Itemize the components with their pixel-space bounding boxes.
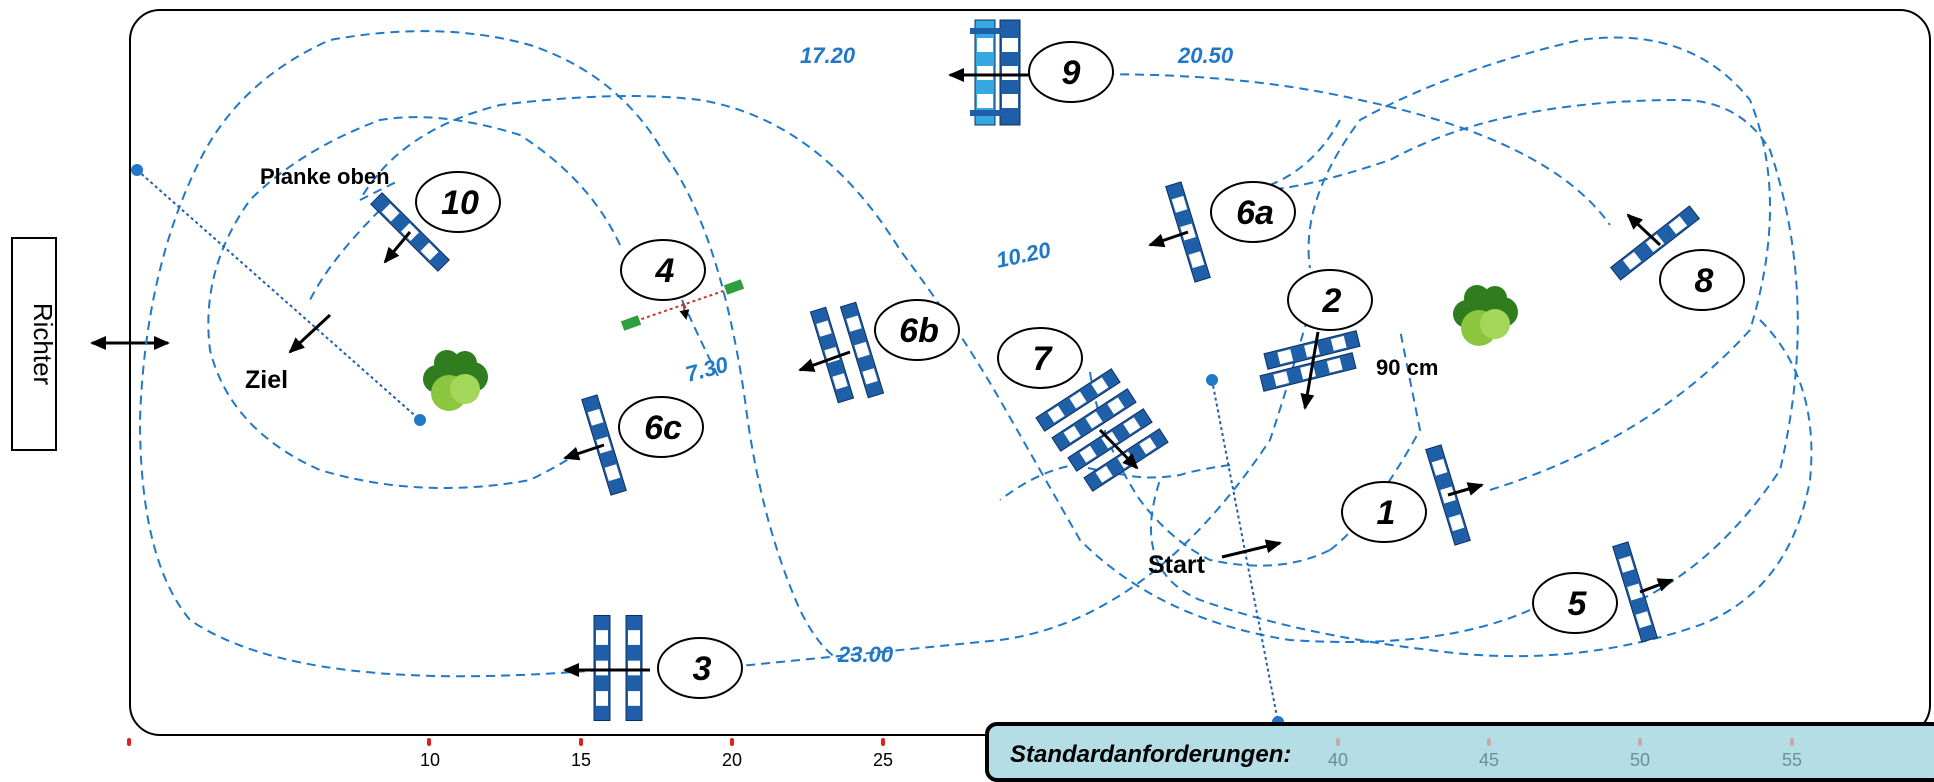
tree-icon bbox=[1453, 285, 1518, 346]
route-lines bbox=[138, 30, 1813, 678]
obstacle-2-arrow bbox=[1300, 331, 1320, 410]
obstacle-6b-number: 6b bbox=[899, 312, 939, 350]
obstacle-6a-marker bbox=[1210, 181, 1296, 243]
obstacle-6c-marker bbox=[618, 396, 704, 458]
judge-box bbox=[11, 237, 57, 451]
obstacle-10-marker bbox=[415, 171, 501, 233]
plank-label: Planke oben bbox=[260, 164, 390, 189]
obstacle-1-number: 1 bbox=[1377, 494, 1396, 532]
obstacle-6b-marker bbox=[874, 299, 960, 361]
obstacle-2-number: 2 bbox=[1322, 282, 1342, 320]
obstacle-5-arrow bbox=[1639, 578, 1674, 594]
ruler-tick: 20 bbox=[722, 750, 742, 768]
ruler-tick: 15 bbox=[571, 750, 591, 768]
obstacle-10-number: 10 bbox=[441, 184, 479, 222]
finish-label: Ziel bbox=[245, 366, 288, 394]
height-label: 90 cm bbox=[1376, 355, 1438, 380]
obstacle-4-water bbox=[620, 279, 745, 331]
obstacle-2-marker bbox=[1287, 269, 1373, 331]
distance-label: 20.50 bbox=[1177, 43, 1234, 68]
obstacle-9-marker bbox=[1028, 41, 1114, 103]
ruler-marks bbox=[127, 738, 885, 746]
obstacle-6c-number: 6c bbox=[644, 409, 682, 447]
tree-icon bbox=[423, 350, 488, 411]
start-label: Start bbox=[1148, 551, 1206, 579]
obstacle-6b-arrow bbox=[798, 350, 851, 372]
obstacle-8-marker bbox=[1659, 249, 1745, 311]
obstacle-9-number: 9 bbox=[1062, 54, 1081, 92]
measure-dot bbox=[131, 164, 143, 176]
obstacle-8-arrow bbox=[1626, 213, 1662, 247]
ruler-tick: 25 bbox=[873, 750, 893, 768]
finish-arrow bbox=[288, 313, 332, 354]
obstacle-7-number: 7 bbox=[1033, 340, 1054, 378]
obstacle-1-marker bbox=[1341, 481, 1427, 543]
obstacle-7-arrow bbox=[1098, 428, 1139, 470]
obstacle-7-marker bbox=[997, 327, 1083, 389]
obstacle-10-arrow bbox=[383, 231, 412, 264]
start-arrow bbox=[1221, 539, 1282, 559]
distance-label: 23.00 bbox=[837, 642, 894, 667]
obstacle-4-marker bbox=[620, 239, 706, 301]
judge-label: Richter bbox=[28, 303, 58, 386]
obstacle-6a-arrow bbox=[1148, 230, 1189, 248]
distance-label: 7.30 bbox=[683, 351, 732, 386]
obstacle-5-number: 5 bbox=[1568, 585, 1588, 623]
obstacle-3-marker bbox=[657, 637, 743, 699]
obstacle-3-poles bbox=[593, 614, 643, 722]
obstacle-6a-number: 6a bbox=[1236, 194, 1274, 232]
obstacle-4-number: 4 bbox=[655, 252, 675, 290]
measure-dot bbox=[1206, 374, 1218, 386]
obstacle-1-arrow bbox=[1447, 482, 1484, 497]
obstacle-5-pole bbox=[1612, 541, 1658, 643]
requirements-title: Standardanforderungen: bbox=[1010, 741, 1292, 768]
ruler-tick: 10 bbox=[420, 750, 440, 768]
distance-label: 10.20 bbox=[994, 237, 1054, 273]
obstacle-8-number: 8 bbox=[1695, 262, 1714, 300]
distance-label: 17.20 bbox=[800, 43, 856, 68]
measure-dot bbox=[414, 414, 426, 426]
obstacle-3-number: 3 bbox=[693, 650, 712, 688]
obstacle-9-poles bbox=[970, 19, 1021, 126]
obstacle-6c-arrow bbox=[563, 443, 605, 461]
obstacle-5-marker bbox=[1532, 572, 1618, 634]
